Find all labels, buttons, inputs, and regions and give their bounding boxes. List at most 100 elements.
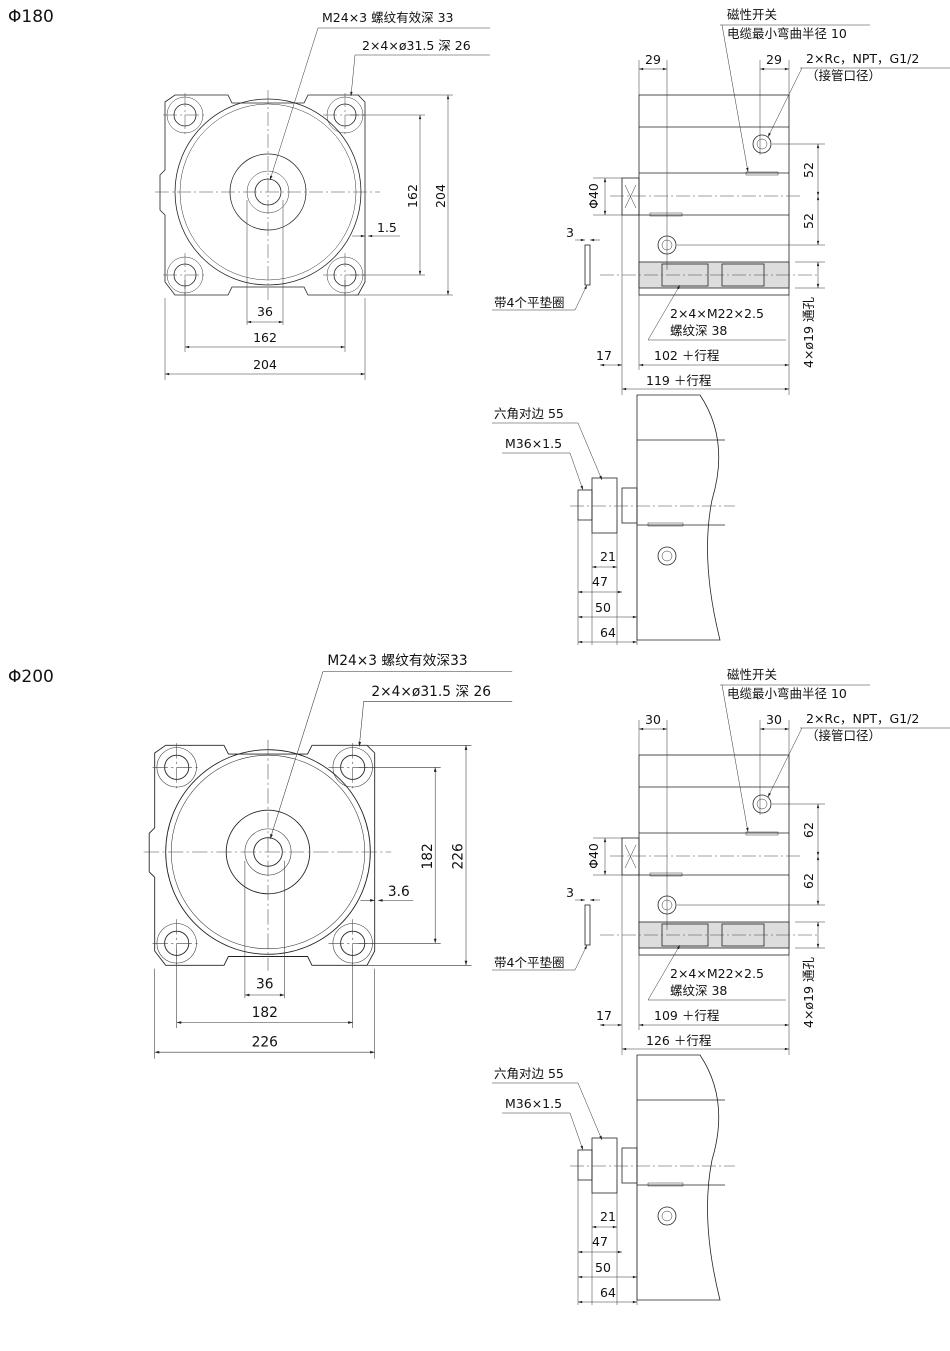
hex-mark xyxy=(624,184,637,209)
magnetic-switch xyxy=(649,872,683,877)
rod-thread xyxy=(577,1149,593,1181)
port-dim-left: 30 xyxy=(645,712,661,727)
rod-dim-47: 47 xyxy=(592,1234,608,1249)
rod-diameter-dim: Φ40 xyxy=(586,843,601,869)
leader-line xyxy=(577,1082,603,1141)
holes-callout: 2×4×ø31.5 深 26 xyxy=(371,684,491,700)
through-hole-label: 4×ø19 通孔 xyxy=(801,297,816,368)
thread-depth-label: 螺纹深 38 xyxy=(670,323,727,338)
rod-dim-21: 21 xyxy=(600,549,616,564)
cable-label: 电缆最小弯曲半径 10 xyxy=(727,26,847,41)
washer-label: 带4个平垫圈 xyxy=(494,295,564,310)
rod-end-block xyxy=(621,487,638,524)
rod-thread xyxy=(577,489,593,521)
width-dim: 204 xyxy=(253,357,277,372)
magnetic-switch xyxy=(745,171,779,176)
leader-line xyxy=(647,944,681,1001)
hex-nut xyxy=(591,477,618,534)
leader-line xyxy=(350,54,356,97)
rod-thread-label: M36×1.5 xyxy=(505,436,562,451)
port-dim-right: 29 xyxy=(766,52,782,67)
bore-dim: 36 xyxy=(256,976,274,992)
rod-offset-dim: 17 xyxy=(596,1008,612,1023)
thread-callout: M24×3 螺纹有效深 33 xyxy=(322,10,453,25)
rod-thread-label: M36×1.5 xyxy=(505,1096,562,1111)
length-a-dim: 109 ＋行程 xyxy=(654,1008,720,1023)
leader-line xyxy=(767,727,803,798)
leader-line xyxy=(574,944,588,971)
section-title: Φ180 xyxy=(8,7,54,27)
port-dim-right: 30 xyxy=(766,712,782,727)
magnetic-switch xyxy=(649,212,683,217)
port-dim-left: 29 xyxy=(645,52,661,67)
offset-dim: 3.6 xyxy=(388,884,410,900)
section-0: Φ180 36 162 204 162 204 1.5 M24×3 螺纹有效深 33 2×4×ø… xyxy=(8,7,950,645)
port-circle xyxy=(657,1206,677,1226)
height-dim: 204 xyxy=(433,184,448,208)
thread-label: 2×4×M22×2.5 xyxy=(670,966,764,981)
port-label: 2×Rc，NPT，G1/2 xyxy=(806,711,919,726)
cylinder-body-partial xyxy=(636,394,721,641)
section-title: Φ200 xyxy=(8,667,54,687)
port-circle xyxy=(752,134,772,154)
pitch-top-dim: 62 xyxy=(801,822,816,838)
hex-nut xyxy=(591,1137,618,1194)
flat-washer xyxy=(584,244,591,286)
thread-callout: M24×3 螺纹有效深33 xyxy=(327,653,467,669)
hex-across-flats-label: 六角对边 55 xyxy=(494,406,564,421)
thread-label: 2×4×M22×2.5 xyxy=(670,306,764,321)
bolt-pitch-v-dim: 182 xyxy=(420,843,436,869)
rod-dim-64: 64 xyxy=(600,1285,616,1300)
bore-dim: 36 xyxy=(257,304,273,319)
rod-dim-21: 21 xyxy=(600,1209,616,1224)
leader-line xyxy=(569,452,584,491)
rod-diameter-dim: Φ40 xyxy=(586,183,601,209)
port-inner xyxy=(756,798,768,810)
leader-line xyxy=(577,422,603,481)
rod-end-detail: 21 47 50 64 六角对边 55 M36×1.5 xyxy=(492,394,735,645)
port-note: （接管口径） xyxy=(806,68,881,83)
pitch-top-dim: 52 xyxy=(801,162,816,178)
hex-across-flats-label: 六角对边 55 xyxy=(494,1066,564,1081)
leader-line xyxy=(721,684,749,833)
port-inner xyxy=(661,1210,673,1222)
leader-line xyxy=(569,1112,584,1151)
pitch-bottom-dim: 52 xyxy=(801,213,816,229)
rod-dim-64: 64 xyxy=(600,625,616,640)
hex-mark xyxy=(624,844,637,869)
offset-dim: 1.5 xyxy=(377,220,397,235)
port-inner xyxy=(756,138,768,150)
port-label: 2×Rc，NPT，G1/2 xyxy=(806,51,919,66)
width-dim: 226 xyxy=(252,1035,278,1051)
leader-line xyxy=(647,284,681,341)
housing-outline xyxy=(159,94,366,296)
rod-dim-47: 47 xyxy=(592,574,608,589)
leader-line xyxy=(767,67,803,138)
bolt-pitch-h-dim: 162 xyxy=(253,330,277,345)
front-view: 36 162 204 162 204 1.5 M24×3 螺纹有效深 33 2×4×ø31.5… xyxy=(155,10,490,380)
rod-dim-50: 50 xyxy=(595,600,611,615)
through-hole-label: 4×ø19 通孔 xyxy=(801,957,816,1028)
length-b-dim: 126 ＋行程 xyxy=(646,1033,712,1048)
leader-line xyxy=(358,701,364,747)
leader-line xyxy=(574,284,588,311)
washer-thickness-dim: 3 xyxy=(566,885,574,900)
length-b-dim: 119 ＋行程 xyxy=(646,373,712,388)
pitch-bottom-dim: 62 xyxy=(801,873,816,889)
housing-outline xyxy=(148,744,376,966)
port-inner xyxy=(661,550,673,562)
holes-callout: 2×4×ø31.5 深 26 xyxy=(362,38,471,53)
rod-offset-dim: 17 xyxy=(596,348,612,363)
leader-line xyxy=(269,671,324,839)
bolt-pitch-v-dim: 162 xyxy=(405,184,420,208)
flat-washer xyxy=(584,904,591,946)
thread-depth-label: 螺纹深 38 xyxy=(670,983,727,998)
port-circle xyxy=(752,794,772,814)
height-dim: 226 xyxy=(451,843,467,869)
cylinder-body-partial xyxy=(636,1054,721,1301)
switch-label: 磁性开关 xyxy=(727,7,777,22)
